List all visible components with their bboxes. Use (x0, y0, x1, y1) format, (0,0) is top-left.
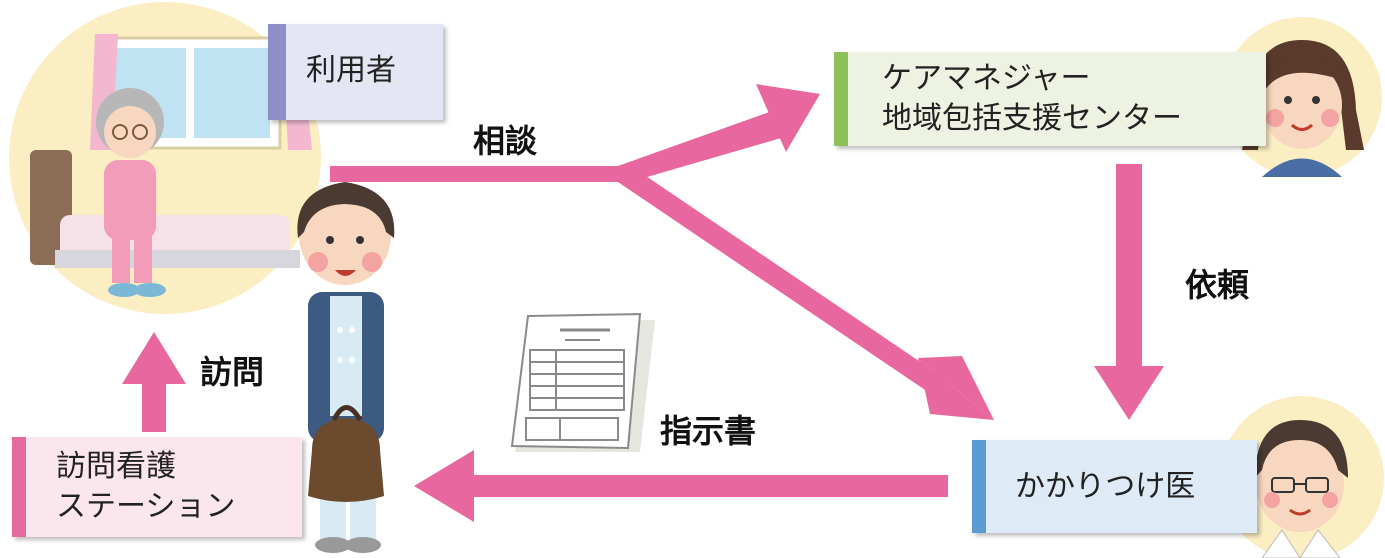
consult-arrow-head-up (756, 84, 820, 152)
user-node-accent (268, 24, 286, 120)
instructions-label: 指示書 (660, 412, 757, 450)
nurse-illustration (297, 182, 395, 553)
doctor-illustration (1220, 396, 1384, 558)
doctor-node: かかりつけ医 (972, 440, 1257, 533)
doctor-node-accent (972, 440, 986, 533)
care-manager-node-label: ケアマネジャー 地域包括支援センター (882, 61, 1182, 136)
consult-arrow-stem (330, 166, 628, 182)
arrows (122, 84, 1164, 522)
consult-arrow-to-doctor (618, 168, 950, 396)
care-manager-node-accent (834, 52, 848, 146)
user-node-label: 利用者 (306, 53, 396, 88)
nursing-station-node: 訪問看護 ステーション (12, 437, 302, 537)
instructions-arrow-head (414, 450, 474, 522)
visit-arrow-head (122, 332, 186, 384)
nursing-station-node-accent (12, 437, 26, 537)
consult-arrow-to-care-manager (618, 110, 788, 182)
instructions-arrow-shaft (470, 475, 948, 497)
request-arrow-shaft (1116, 164, 1142, 368)
instruction-document-icon (510, 312, 655, 452)
care-manager-node: ケアマネジャー 地域包括支援センター (834, 52, 1266, 146)
user-node: 利用者 (268, 24, 443, 120)
nursing-station-node-label: 訪問看護 ステーション (56, 449, 236, 524)
doctor-node-label: かかりつけ医 (1015, 469, 1196, 504)
request-arrow-head (1094, 366, 1164, 420)
consult-label: 相談 (473, 122, 538, 160)
visit-label: 訪問 (200, 353, 265, 391)
request-label: 依頼 (1185, 266, 1250, 304)
visit-arrow-shaft (142, 382, 166, 432)
